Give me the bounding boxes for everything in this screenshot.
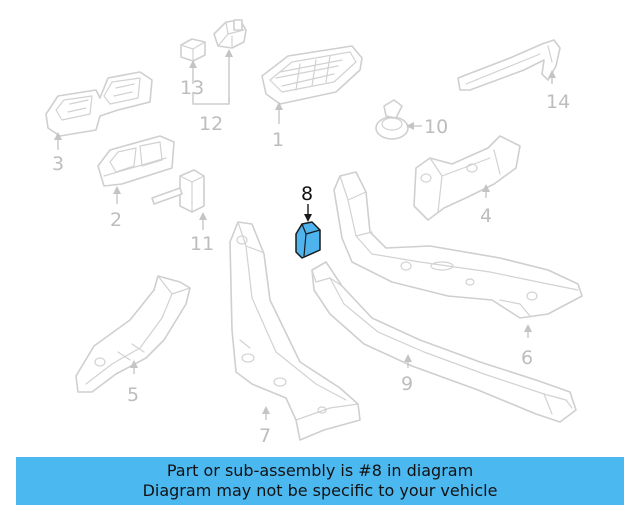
part-2-vent-housing[interactable] (97, 135, 175, 187)
part-11-actuator[interactable] (151, 169, 205, 213)
callout-13: 13 (180, 77, 204, 99)
part-1-vent-grille[interactable] (261, 45, 363, 105)
part-13-clip[interactable] (180, 38, 206, 62)
part-3-twin-vent[interactable] (45, 71, 153, 137)
callout-9: 9 (401, 373, 413, 395)
caption-line-2: Diagram may not be specific to your vehi… (142, 481, 498, 500)
callout-12: 12 (199, 113, 223, 135)
part-8-highlighted[interactable] (295, 221, 321, 259)
part-4-bracket[interactable] (413, 135, 521, 221)
callout-2: 2 (110, 209, 122, 231)
part-5-side-duct[interactable] (75, 275, 191, 393)
part-6-floor-duct[interactable] (333, 171, 583, 319)
callout-5: 5 (127, 384, 139, 406)
part-12-connector[interactable] (213, 19, 247, 49)
callout-4: 4 (480, 205, 492, 227)
caption-line-1: Part or sub-assembly is #8 in diagram (166, 461, 474, 480)
callout-1: 1 (272, 129, 284, 151)
callout-3: 3 (52, 153, 64, 175)
part-9-rear-duct[interactable] (311, 261, 577, 423)
callout-11: 11 (190, 233, 214, 255)
callout-8: 8 (301, 183, 313, 205)
part-7-vertical-duct[interactable] (229, 221, 361, 441)
part-14-rail-bracket[interactable] (457, 39, 561, 91)
part-10-nozzle[interactable] (375, 99, 409, 140)
caption-banner: Part or sub-assembly is #8 in diagram Di… (16, 457, 624, 505)
callout-7: 7 (259, 425, 271, 447)
callout-6: 6 (521, 347, 533, 369)
callout-14: 14 (546, 91, 570, 113)
callout-10: 10 (424, 116, 448, 138)
